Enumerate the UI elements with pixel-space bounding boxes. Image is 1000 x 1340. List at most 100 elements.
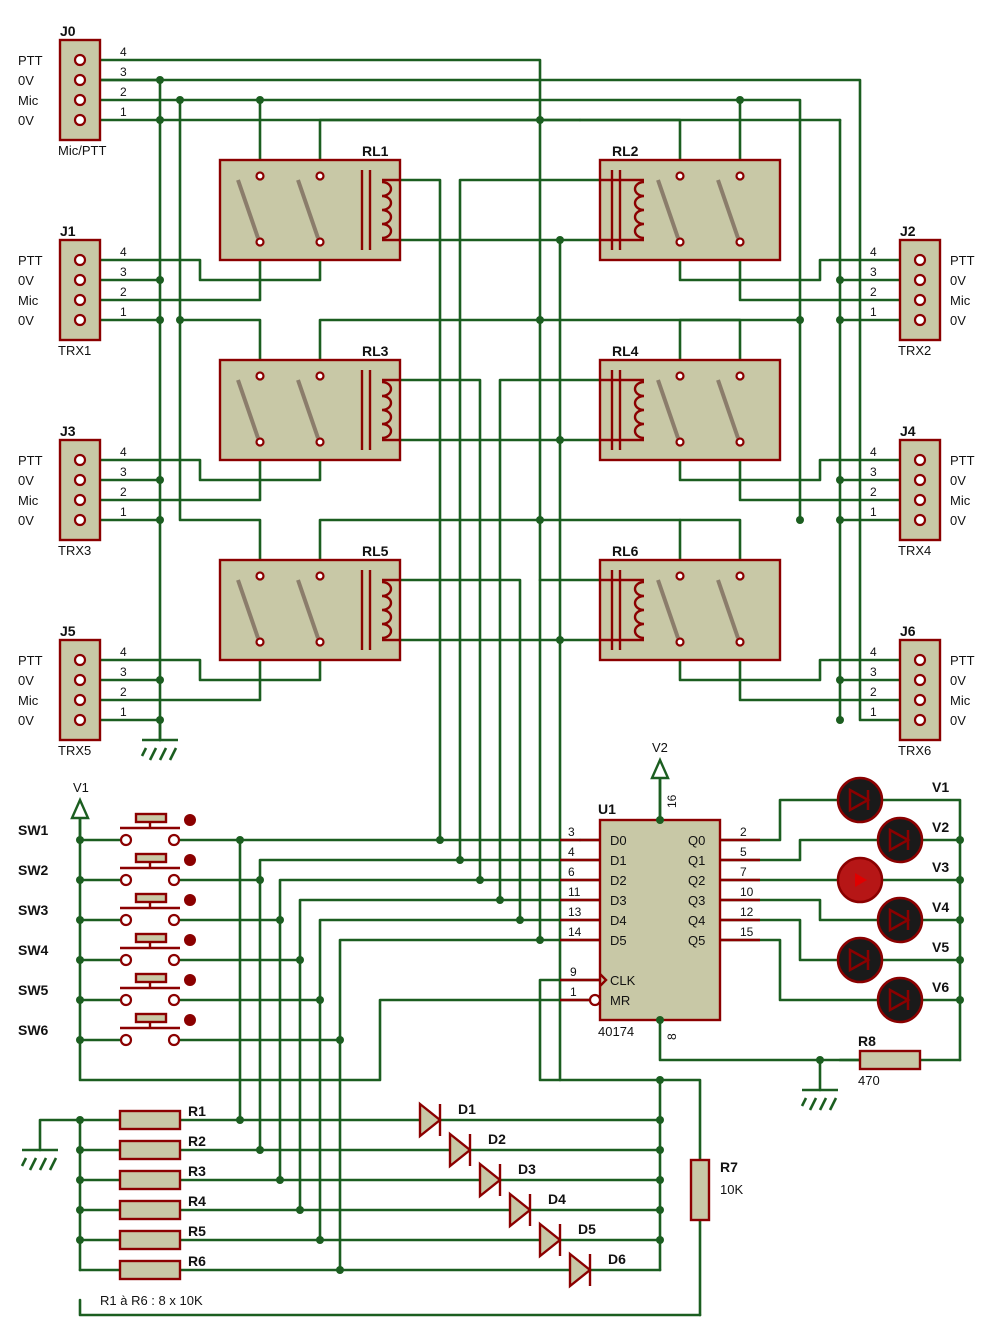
pin-number: 3 [120, 265, 127, 279]
switch-ref: SW6 [18, 1022, 49, 1038]
contact-terminal [315, 237, 325, 247]
pin-number: 1 [120, 505, 127, 519]
switch-arm [296, 579, 320, 639]
junction-dot [536, 936, 544, 944]
contact-terminal [675, 371, 685, 381]
led-ref: V5 [932, 939, 949, 955]
junction-dot [956, 996, 964, 1004]
pin-socket [913, 293, 927, 307]
pin-number: 2 [120, 85, 127, 99]
pin-number: 2 [120, 685, 127, 699]
switch-ref: SW3 [18, 902, 49, 918]
resistor-r2: R2 [118, 1133, 206, 1161]
relay-coil [633, 580, 645, 640]
ic-pin-number: 2 [740, 825, 747, 839]
pin-number: 4 [870, 445, 877, 459]
junction-dot [536, 316, 544, 324]
junction-dot [156, 116, 164, 124]
pin-number: 4 [120, 645, 127, 659]
junction-dot [536, 516, 544, 524]
resistor-ref: R2 [188, 1133, 206, 1149]
pin-socket [73, 673, 87, 687]
relay-ref: RL6 [612, 543, 639, 559]
switch-arm [716, 579, 740, 639]
pushbutton-sw4: SW4 [18, 932, 196, 967]
pin-socket [73, 73, 87, 87]
led-ref: V1 [932, 779, 949, 795]
pin-socket [73, 513, 87, 527]
diode-ref: D4 [548, 1191, 566, 1207]
contact-terminal [735, 237, 745, 247]
junction-dot [76, 1036, 84, 1044]
contact-terminal [255, 571, 265, 581]
junction-dot [316, 996, 324, 1004]
contact-terminal [255, 437, 265, 447]
ic-pin-name: CLK [610, 973, 636, 988]
pin-socket [913, 253, 927, 267]
junction-dot [276, 1176, 284, 1184]
contact-terminal [315, 171, 325, 181]
junction-dot [76, 1116, 84, 1124]
pin-name: Mic [950, 493, 971, 508]
diode-ref: D3 [518, 1161, 536, 1177]
r8-ref: R8 [858, 1033, 876, 1049]
ic-pin-number: 6 [568, 865, 575, 879]
junction-dot [176, 316, 184, 324]
junction-dot [336, 1036, 344, 1044]
resistor-r8: R8 470 [838, 1033, 922, 1088]
relay-ref: RL5 [362, 543, 389, 559]
wiring [38, 58, 962, 1317]
relay-coil [381, 580, 393, 640]
pin-name: PTT [18, 653, 43, 668]
pin-socket [913, 313, 927, 327]
ic-pin-name: D0 [610, 833, 627, 848]
resistor-ref: R6 [188, 1253, 206, 1269]
supply-v1-label: V1 [73, 780, 89, 795]
pin-number: 1 [120, 705, 127, 719]
contact-terminal [735, 637, 745, 647]
diode-d5: D5 [538, 1221, 596, 1259]
ic-pin-name: Q0 [688, 833, 705, 848]
ic-pin-number: 13 [568, 905, 582, 919]
pushbutton-sw3: SW3 [18, 892, 196, 927]
pin-number: 2 [870, 685, 877, 699]
pin-number: 1 [120, 305, 127, 319]
junction-dot [796, 516, 804, 524]
relay-coil [381, 180, 393, 240]
resistor-note: R1 à R6 : 8 x 10K [100, 1293, 203, 1308]
switch-indicator [184, 974, 196, 986]
junction-dot [956, 916, 964, 924]
led-ref: V6 [932, 979, 949, 995]
led-v5: V5 [836, 936, 949, 984]
led-v6: V6 [876, 976, 949, 1024]
pin-number: 3 [870, 465, 877, 479]
pin-socket [73, 273, 87, 287]
connector-ref: J1 [60, 223, 76, 239]
pin-number: 3 [120, 65, 127, 79]
relay-ref: RL2 [612, 143, 639, 159]
ic-pin-number: 12 [740, 905, 754, 919]
junction-dot [656, 1116, 664, 1124]
connector-ref: J2 [900, 223, 916, 239]
relay-coil [381, 380, 393, 440]
junction-dot [656, 1176, 664, 1184]
pin-name: PTT [950, 253, 975, 268]
switch-ref: SW4 [18, 942, 49, 958]
ic-pin-number: 3 [568, 825, 575, 839]
junction-dot [236, 1116, 244, 1124]
resistor-ref: R1 [188, 1103, 206, 1119]
connector-caption: TRX6 [898, 743, 931, 758]
relay-ref: RL4 [612, 343, 639, 359]
r8-value: 470 [858, 1073, 880, 1088]
ic-pin-name: D1 [610, 853, 627, 868]
junction-dot [656, 1016, 664, 1024]
ic-pin-name: D2 [610, 873, 627, 888]
ic-pin-name: D3 [610, 893, 627, 908]
ic-pin-number: 5 [740, 845, 747, 859]
pin-name: Mic [950, 693, 971, 708]
